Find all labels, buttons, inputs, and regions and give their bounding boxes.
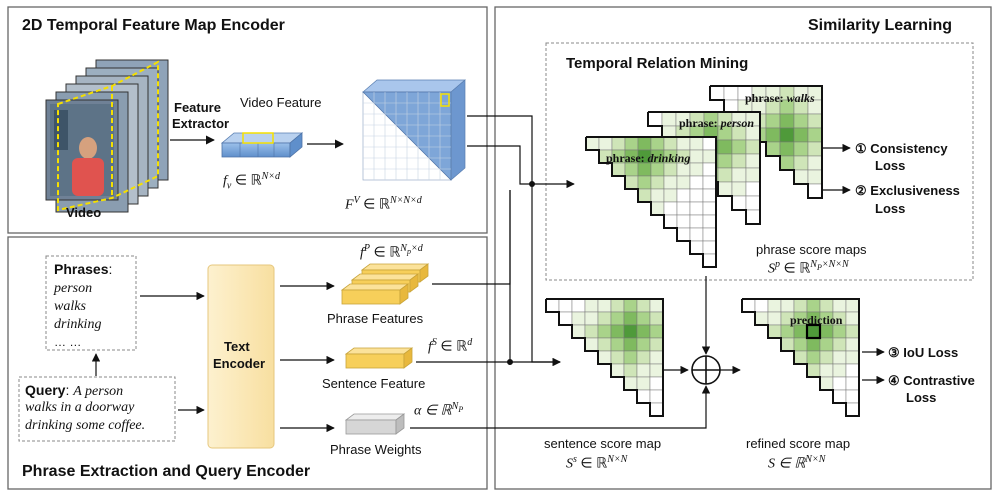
fS-formula: fS ∈ ℝd xyxy=(428,337,473,355)
loss-iou: ③ IoU Loss xyxy=(888,345,959,360)
phrase-item: … … xyxy=(54,335,82,349)
similarity-panel-title: Similarity Learning xyxy=(808,17,953,34)
sentence-feature-label: Sentence Feature xyxy=(322,376,426,391)
prediction-label: prediction xyxy=(790,313,843,327)
feature-extractor-label-1: Feature xyxy=(174,100,221,115)
phrase-item: walks xyxy=(54,299,86,314)
text-encoder-label-2: Encoder xyxy=(213,356,266,371)
text-encoder-box xyxy=(207,264,275,449)
encoder-panel-title: 2D Temporal Feature Map Encoder xyxy=(22,17,285,34)
phrase-item: drinking xyxy=(54,317,102,332)
query-line-2: walks in a doorway xyxy=(25,400,135,415)
loss-exclusiveness: ② Exclusiveness xyxy=(855,183,960,198)
video-feature-label: Video Feature xyxy=(240,95,322,110)
phrase-score-maps-label: phrase score maps xyxy=(756,242,867,257)
FV-formula: FV ∈ ℝN×N×d xyxy=(345,195,422,213)
phrase-weights-bar xyxy=(344,413,406,435)
refined-score-map-label: refined score map xyxy=(746,436,851,451)
similarity-panel xyxy=(494,6,992,490)
encoder-panel xyxy=(7,6,488,234)
phrases-title: Phrases: xyxy=(54,261,113,277)
prediction-cell xyxy=(805,323,822,340)
sentence-score-map-label: sentence score map xyxy=(544,436,662,451)
phrase-label-drinking: phrase: drinking xyxy=(606,151,691,165)
phrase-item: person xyxy=(54,281,93,296)
text-encoder-label-1: Text xyxy=(224,339,250,354)
phrases-box xyxy=(45,255,137,351)
phrase-label-walks: phrase: walks xyxy=(745,91,815,105)
phrase-score-maps xyxy=(585,85,823,268)
feature-extractor-label-2: Extractor xyxy=(172,116,230,131)
loss-consistency: ① Consistency xyxy=(855,141,948,156)
video-feature-bar xyxy=(220,132,304,158)
phrase-map-walks xyxy=(709,85,823,199)
query-panel-title: Phrase Extraction and Query Encoder xyxy=(22,463,311,480)
loss-contrastive-2: Loss xyxy=(906,390,937,405)
phrase-features-label: Phrase Features xyxy=(327,311,424,326)
S-formula: S ∈ ℝN×N xyxy=(768,454,826,472)
fP-formula: fP ∈ ℝNp×d xyxy=(360,243,423,261)
mining-panel-title: Temporal Relation Mining xyxy=(566,55,749,72)
temporal-feature-cube xyxy=(362,79,466,181)
query-line-3: drinking some coffee. xyxy=(25,418,146,433)
query-box xyxy=(18,376,176,442)
query-panel xyxy=(7,236,488,490)
Ss-formula: Ss ∈ ℝN×N xyxy=(566,454,628,472)
loss-contrastive: ④ Contrastive xyxy=(888,373,975,388)
phrase-map-drinking xyxy=(585,136,717,268)
fv-formula: fv ∈ ℝN×d xyxy=(223,171,281,192)
alpha-formula: α ∈ ℝNP xyxy=(414,401,464,419)
query-line-1: Query: A person xyxy=(25,382,124,399)
sentence-score-map xyxy=(545,298,664,417)
phrase-weights-label: Phrase Weights xyxy=(330,442,422,457)
refined-score-map xyxy=(741,298,860,417)
mining-panel xyxy=(545,42,974,281)
phrase-label-person: phrase: person xyxy=(679,116,755,130)
loss-exclusiveness-2: Loss xyxy=(875,201,906,216)
loss-consistency-2: Loss xyxy=(875,158,906,173)
Sp-formula: Sp ∈ ℝNP×N×N xyxy=(768,259,849,277)
video-frames xyxy=(45,59,169,213)
phrase-features-stack xyxy=(340,263,430,305)
video-label: Video xyxy=(66,205,102,220)
sentence-feature-bar xyxy=(344,347,414,369)
